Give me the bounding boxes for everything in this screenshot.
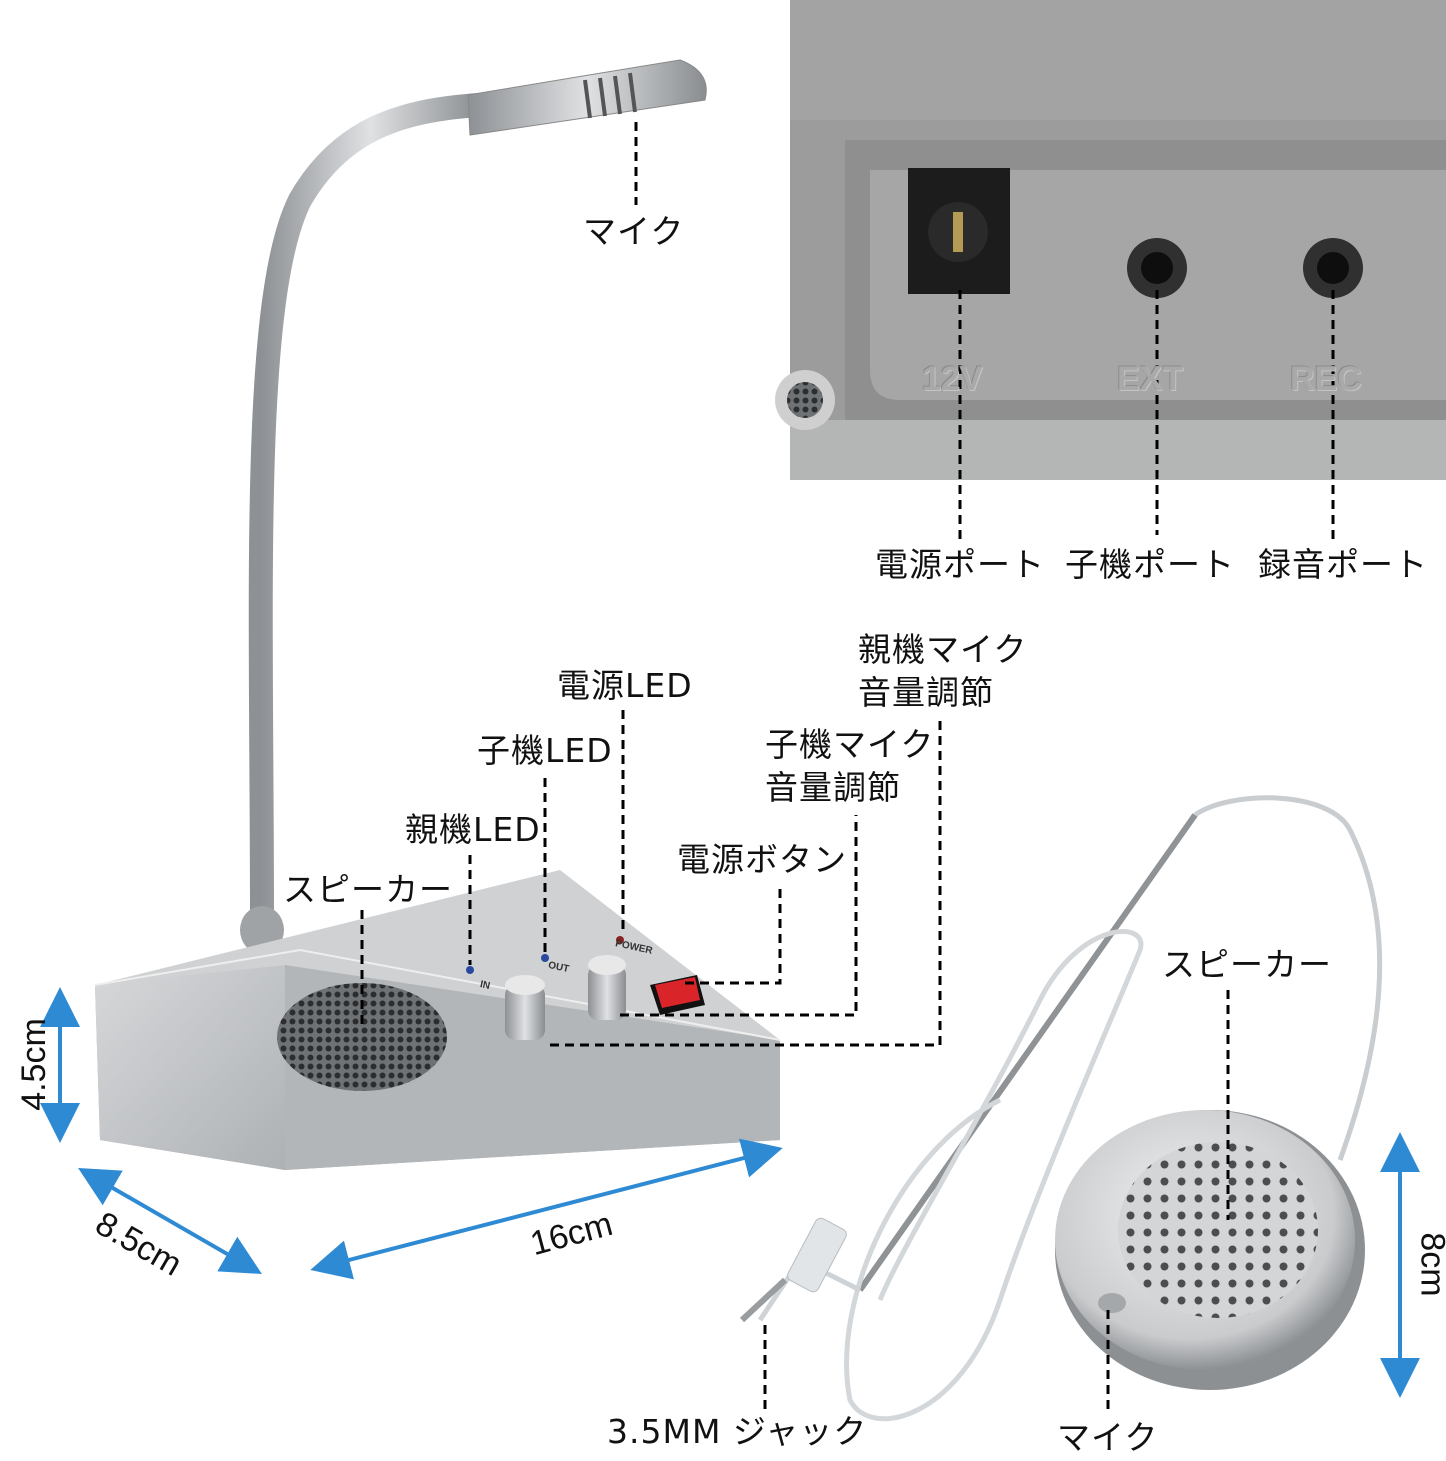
label-power-button: 電源ボタン xyxy=(677,840,847,879)
label-sub-mic-volume-1: 子機マイク xyxy=(765,725,935,764)
port-mark-rec: REC xyxy=(1290,360,1362,398)
label-speaker-base: スピーカー xyxy=(283,870,453,909)
label-power-led: 電源LED xyxy=(557,666,693,705)
label-record-port: 録音ポート xyxy=(1258,545,1428,584)
power-switch xyxy=(655,977,700,1008)
rear-ports-inset xyxy=(775,0,1446,480)
dimension-remote-diameter: 8cm xyxy=(1413,1232,1446,1297)
label-master-mic-volume-2: 音量調節 xyxy=(858,673,994,712)
label-jack: 3.5MM ジャック xyxy=(607,1412,868,1451)
leader-lines xyxy=(360,122,1335,1415)
gooseneck xyxy=(248,93,481,921)
dimension-arrows xyxy=(40,987,1420,1398)
base-unit xyxy=(94,870,781,1170)
label-speaker-remote: スピーカー xyxy=(1162,945,1332,984)
label-sub-led: 子機LED xyxy=(477,731,613,770)
label-master-led: 親機LED xyxy=(405,810,541,849)
label-power-port: 電源ポート xyxy=(875,545,1045,584)
remote-speaker xyxy=(739,795,1383,1422)
label-sub-mic-volume-2: 音量調節 xyxy=(765,768,901,807)
label-mic-top: マイク xyxy=(583,212,685,251)
label-mic-remote: マイク xyxy=(1057,1418,1159,1457)
dimension-height: 4.5cm xyxy=(14,1018,53,1111)
label-sub-port: 子機ポート xyxy=(1065,545,1235,584)
port-mark-ext: EXT xyxy=(1117,360,1184,398)
port-mark-12v: 12V xyxy=(922,360,983,398)
label-master-mic-volume-1: 親機マイク xyxy=(858,630,1028,669)
